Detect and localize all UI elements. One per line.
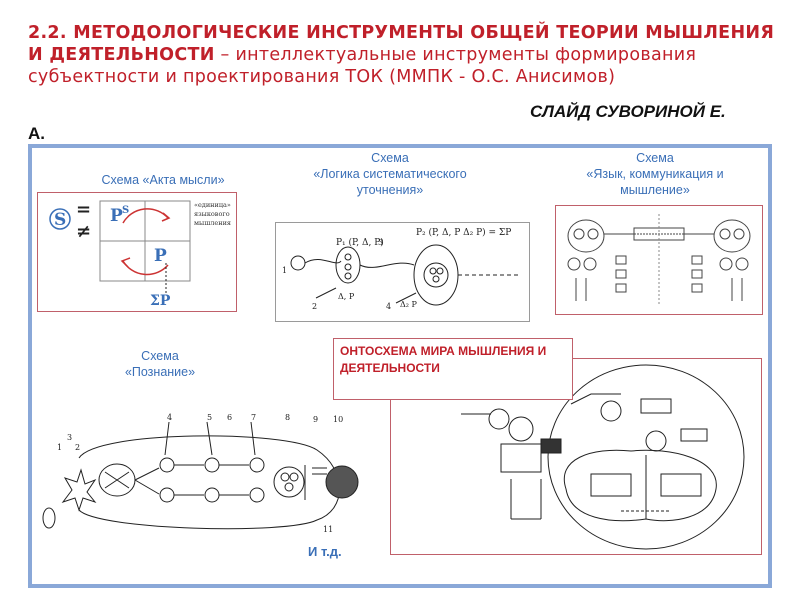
note-line1: «единица» [194,201,231,209]
ontoschema-svg [461,364,745,550]
cog-num-5: 5 [207,413,212,422]
language-communication-svg [567,214,751,306]
caption-lang-line2: «Язык, коммуникация и [586,167,724,181]
cog-num-11: 11 [323,525,333,534]
cog-num-10: 10 [333,415,343,424]
caption-lang-line1: Схема [636,151,674,165]
slide-credit-initial: А. [28,124,45,143]
sum-p-symbol: ΣP [150,293,171,309]
caption-lang-line3: мышление» [620,183,690,197]
cog-num-9: 9 [313,415,318,424]
caption-logic-schema: Схема «Логика систематического уточнения… [290,150,490,198]
p2-label: P₂ (P, Δ, P Δ₂ P) = ΣP [416,227,511,238]
note-line2: языкового [194,210,230,218]
step-3: 3 [378,238,383,247]
step-2: 2 [312,302,317,311]
cog-num-3: 3 [67,433,72,442]
cognition-svg: 1 2 3 4 5 6 7 8 9 10 11 [42,413,359,534]
ontoschema-label: ОНТОСХЕМА МИРА МЫШЛЕНИЯ И ДЕЯТЕЛЬНОСТИ [333,338,573,400]
subject-circle [49,208,71,230]
step-4: 4 [386,302,391,311]
logic-refinement-diagram: P₁ (P, Δ, P) P₂ (P, Δ, P Δ₂ P) = ΣP 1 2 … [275,222,530,322]
cog-num-1: 1 [57,443,62,452]
act-of-thought-svg: S = ≠ P S P ΣP «единица» языкового мышле… [49,199,231,309]
not-equal-sign: ≠ [76,221,91,242]
step-1: 1 [282,266,287,275]
etc-label: И т.д. [308,544,342,559]
slide-title: 2.2. МЕТОДОЛОГИЧЕСКИЕ ИНСТРУМЕНТЫ ОБЩЕЙ … [28,22,788,88]
caption-know-line2: «Познание» [124,365,196,379]
cog-num-4: 4 [167,413,172,422]
title-bold: 2.2. МЕТОДОЛОГИЧЕСКИЕ ИНСТРУМЕНТЫ ОБЩЕЙ … [28,23,775,65]
note-line3: мышления [194,219,231,227]
cog-num-2: 2 [75,443,80,452]
p1-label: P₁ (P, Δ, P) [336,237,384,248]
cognition-diagram: 1 2 3 4 5 6 7 8 9 10 11 [37,410,367,542]
content-frame [28,144,772,588]
act-of-thought-diagram: S = ≠ P S P ΣP «единица» языкового мышле… [37,192,237,312]
caption-language-schema: Схема «Язык, коммуникация и мышление» [555,150,755,198]
caption-logic-line2: «Логика систематического [313,167,467,181]
ps-symbol: P [110,206,123,226]
logic-refinement-svg: P₁ (P, Δ, P) P₂ (P, Δ, P Δ₂ P) = ΣP 1 2 … [282,227,521,311]
ps-superscript: S [122,205,129,216]
caption-know-line1: Схема [141,349,179,363]
cog-num-8: 8 [285,413,290,422]
equal-sign: = [76,199,91,220]
subject-symbol: S [54,210,66,230]
delta2-label: Δ₂ P [400,300,418,309]
slide-credit: СЛАЙД СУВОРИНОЙ Е. [530,102,726,121]
cog-num-7: 7 [251,413,256,422]
caption-cognition-schema: Схема «Познание» [100,348,220,380]
delta1-label: Δ, P [338,292,355,301]
caption-act-of-thought: Схема «Акта мысли» [101,173,225,187]
p-symbol: P [154,246,167,266]
cog-num-6: 6 [227,413,232,422]
caption-logic-line1: Схема [371,151,409,165]
language-communication-diagram [555,205,763,315]
caption-logic-line3: уточнения» [356,183,424,197]
title-rest: – интеллектуальные инструменты формирова… [28,45,697,87]
